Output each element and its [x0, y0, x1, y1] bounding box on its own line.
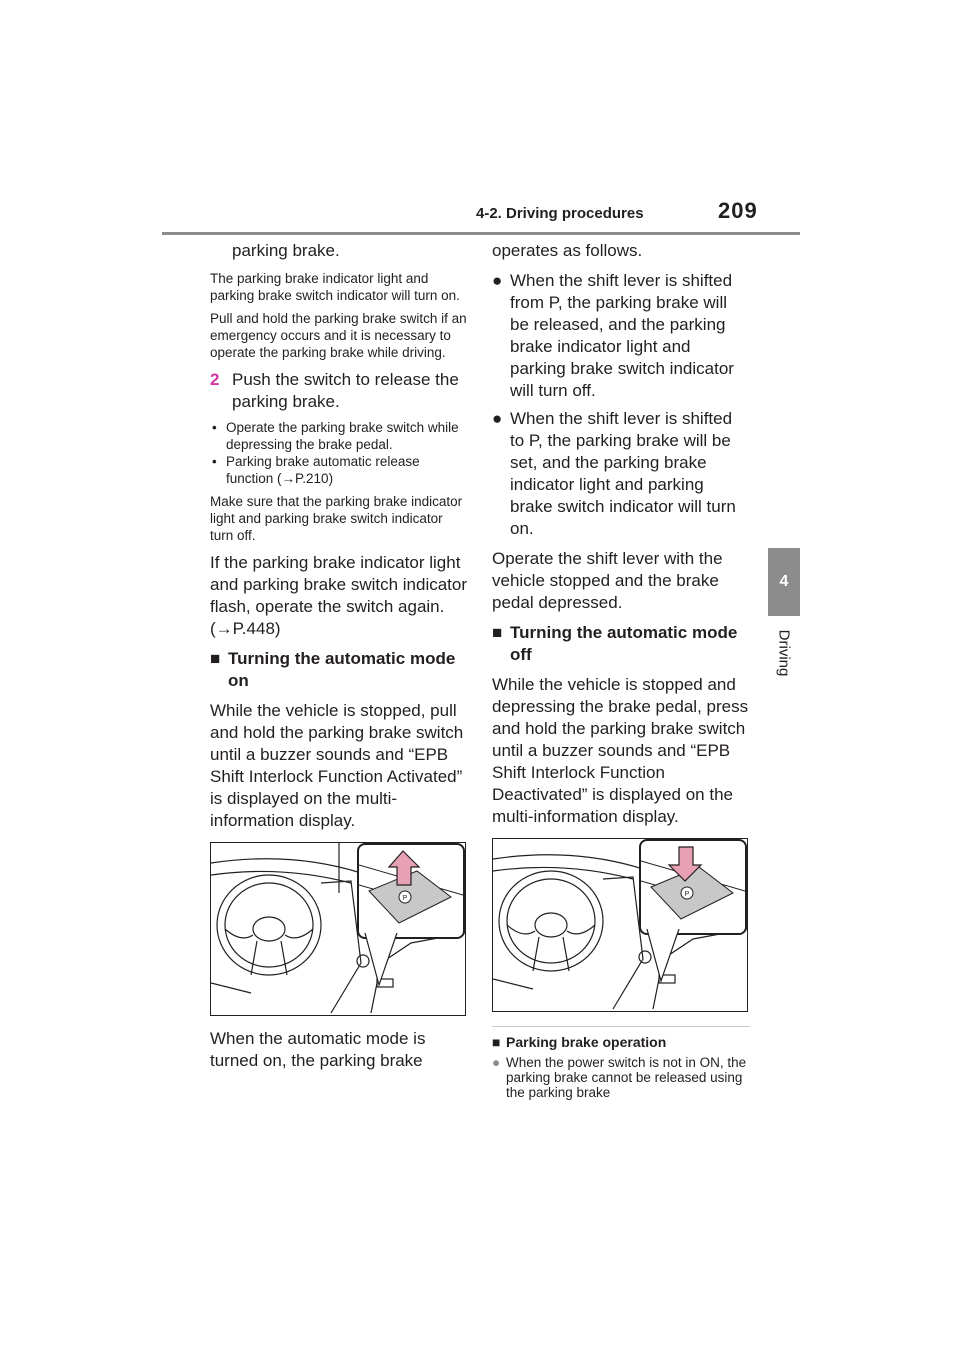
header-rule: [162, 232, 800, 235]
right-column: operates as follows. ● When the shift le…: [492, 240, 750, 1100]
figure-push-switch: P: [492, 838, 748, 1012]
parking-brake-switch-icon: P: [398, 890, 412, 904]
note-emergency: Pull and hold the parking brake switch i…: [210, 311, 467, 360]
heading-text: Turning the automatic mode off: [510, 623, 738, 664]
continued-text: operates as follows.: [492, 241, 643, 260]
list-item-text: When the shift lever is shifted to P, th…: [510, 409, 736, 538]
note-turn-off: Make sure that the parking brake indicat…: [210, 494, 463, 543]
list-item-text: Operate the parking brake switch while d…: [226, 420, 459, 452]
svg-text:P: P: [685, 891, 690, 898]
down-arrow-icon: [667, 846, 703, 882]
continued-text: parking brake.: [232, 241, 340, 260]
left-column: parking brake. The parking brake indicat…: [210, 240, 468, 1072]
steering-wheel-illustration: [211, 843, 465, 1014]
bullet-icon: •: [212, 420, 217, 435]
paragraph-after-figure: When the automatic mode is turned on, th…: [210, 1029, 426, 1070]
chapter-label: Driving: [775, 629, 793, 677]
round-bullet-icon: ●: [492, 409, 503, 428]
round-bullet-icon: ●: [492, 1055, 501, 1070]
list-item: ● When the shift lever is shifted from P…: [492, 270, 750, 402]
square-bullet-icon: ■: [492, 623, 503, 642]
list-item-text: When the power switch is not in ON, the …: [506, 1055, 747, 1100]
callout-pointer: [364, 933, 398, 988]
list-item: • Operate the parking brake switch while…: [210, 419, 468, 453]
square-bullet-icon: ■: [210, 649, 221, 668]
round-bullet-icon: ●: [492, 271, 503, 290]
note-indicator: The parking brake indicator light and pa…: [210, 271, 460, 303]
section-divider: [492, 1026, 750, 1027]
heading-parking-brake-operation: ■ Parking brake operation: [492, 1033, 750, 1051]
heading-automatic-on: ■ Turning the automatic mode on: [210, 648, 468, 692]
list-item: ● When the shift lever is shifted to P, …: [492, 408, 750, 540]
chapter-label-box: Driving: [764, 618, 804, 688]
figure-pull-switch: P: [210, 842, 466, 1016]
parking-brake-switch-icon: P: [680, 886, 694, 900]
steering-wheel-illustration: [493, 854, 747, 1010]
heading-text: Parking brake operation: [506, 1034, 667, 1050]
bullet-icon: •: [212, 454, 217, 469]
chapter-number: 4: [779, 573, 789, 590]
up-arrow-icon: [387, 850, 421, 886]
callout-inset: [639, 839, 747, 935]
heading-automatic-off: ■ Turning the automatic mode off: [492, 622, 750, 666]
section-title: 4-2. Driving procedures: [476, 205, 644, 222]
list-item: ● When the power switch is not in ON, th…: [492, 1055, 750, 1100]
heading-text: Turning the automatic mode on: [228, 649, 456, 690]
paragraph-automatic-on: While the vehicle is stopped, pull and h…: [210, 701, 464, 830]
list-item: • Parking brake automatic release functi…: [210, 453, 468, 487]
page-number: 209: [718, 198, 758, 223]
step-text: Push the switch to release the parking b…: [232, 370, 459, 411]
svg-text:P: P: [403, 895, 408, 902]
chapter-tab: 4: [768, 548, 800, 616]
callout-pointer: [646, 929, 680, 984]
paragraph-operate: Operate the shift lever with the vehicle…: [492, 549, 723, 612]
step-2: 2 Push the switch to release the parking…: [210, 369, 468, 413]
paragraph-automatic-off: While the vehicle is stopped and depress…: [492, 675, 749, 826]
list-item-text: Parking brake automatic release function…: [226, 454, 420, 486]
step-number: 2: [210, 370, 220, 389]
square-bullet-icon: ■: [492, 1034, 501, 1050]
paragraph-flash: If the parking brake indicator light and…: [210, 553, 468, 638]
list-item-text: When the shift lever is shifted from P, …: [510, 271, 734, 400]
